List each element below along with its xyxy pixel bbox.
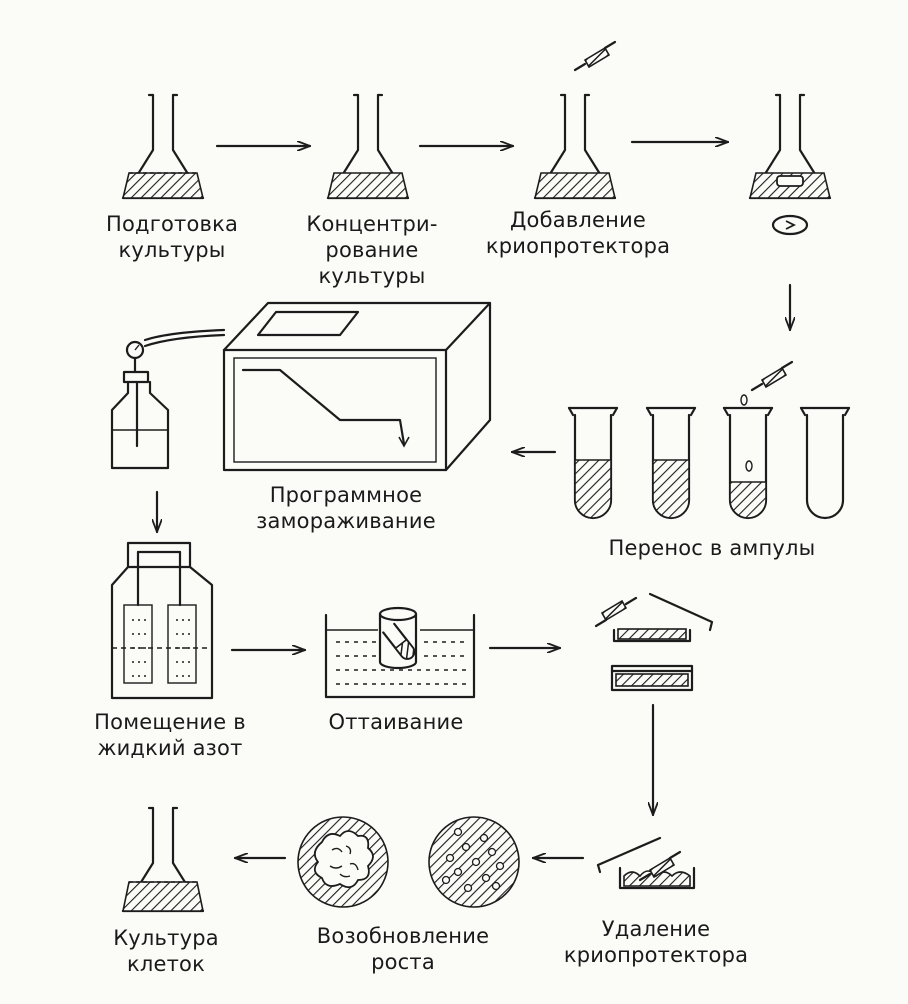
label-line: роста [371,950,435,974]
pipette-icon [573,40,617,72]
label-line: рование [325,238,419,262]
flask-icon-mixing [748,93,832,200]
label-add-cryo: Добавление криопротектора [486,207,670,259]
freezer-display [256,310,360,337]
programmable-freezer-icon [222,301,492,472]
ampoule-icon [567,406,619,520]
label-line: Подготовка [105,212,239,236]
label-line: Культура [113,926,219,950]
label-program-freeze: Программное замораживание [256,482,436,534]
label-line: культуры [318,264,426,288]
label-line: криопротектора [485,234,671,258]
cooling-profile-line [241,368,406,446]
flask-icon-prep [121,93,205,200]
label-line: Оттаивание [328,710,464,734]
petri-plate-regrowth-icon [297,816,389,908]
ampoule-icon [645,406,697,520]
liquid-nitrogen-dewar-icon [110,541,214,700]
label-regrowth: Возобновление роста [317,923,489,975]
label-line: Программное [269,483,423,507]
rotation-arrow-icon [771,214,809,236]
water-bath-icon [324,606,476,699]
label-concentrate: Концентри- рование культуры [306,211,437,289]
label-line: Удаление [601,917,711,941]
label-line: Возобновление [316,924,490,948]
ampoule-icon [722,394,774,520]
culture-medium [121,172,205,199]
label-line: жидкий азот [97,736,243,760]
flask-icon-add-cryo [533,93,617,200]
petri-dish-icon [594,592,714,692]
petri-plate-colonies-icon [428,816,520,908]
label-line: клеток [126,952,205,976]
pipette-icon [750,360,794,392]
flask-icon-cell-culture [121,806,205,913]
ampoule-icon [799,406,851,520]
nitrogen-bottle-icon [110,370,170,470]
flask-icon-concentrate [326,93,410,200]
label-line: Помещение в [94,710,246,734]
label-prep: Подготовка культуры [106,211,238,263]
label-nitrogen: Помещение в жидкий азот [94,709,246,761]
label-line: Концентри- [306,212,438,236]
stir-bar-icon [776,175,804,187]
label-cell-culture: Культура клеток [113,925,219,977]
label-line: замораживание [256,509,436,533]
label-thaw: Оттаивание [328,709,463,735]
petri-dish-icon-removal [596,836,696,890]
pressure-gauge-icon [125,328,226,374]
label-line: культуры [118,238,226,262]
label-remove-cryo: Удаление криопротектора [564,916,748,968]
label-line: Перенос в ампулы [608,536,816,560]
label-line: Добавление [509,208,647,232]
label-transfer: Перенос в ампулы [609,535,816,561]
label-line: криопротектора [563,943,749,967]
